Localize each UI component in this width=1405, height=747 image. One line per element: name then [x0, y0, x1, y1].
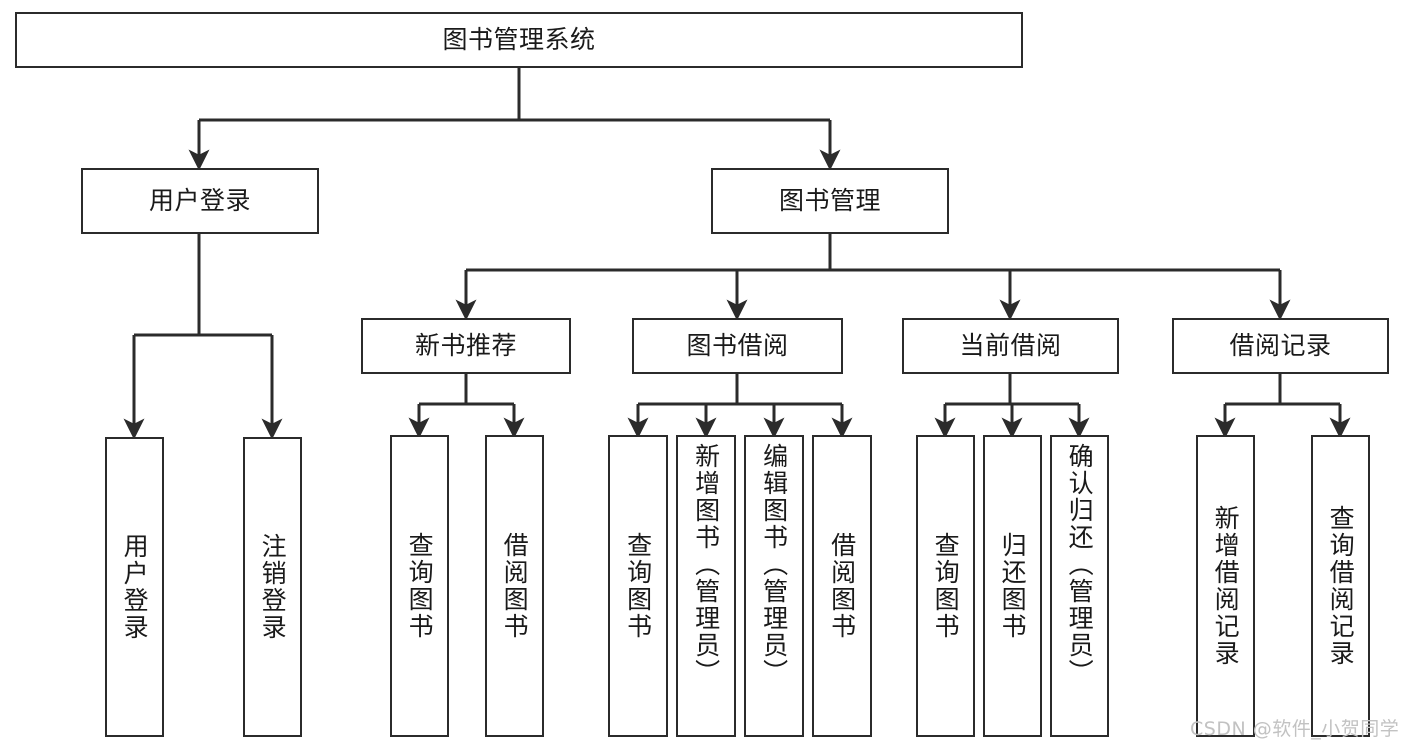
leaf-borrow-borrow-book-label: 借阅图书: [827, 532, 857, 640]
node-borrow-record[interactable]: 借阅记录: [1172, 318, 1389, 374]
node-new-book-recommend[interactable]: 新书推荐: [361, 318, 571, 374]
leaf-borrow-query-book[interactable]: 查询图书: [608, 435, 668, 737]
csdn-watermark: CSDN @软件_小贺同学: [1190, 718, 1400, 740]
leaf-borrow-add-book-admin[interactable]: 新增图书（管理员）: [676, 435, 736, 737]
node-borrow-record-label: 借阅记录: [1229, 331, 1332, 361]
leaf-borrow-edit-book-admin[interactable]: 编辑图书（管理员）: [744, 435, 804, 737]
leaf-current-confirm-return-admin-label: 确认归还（管理员）: [1065, 443, 1095, 686]
node-current-borrow[interactable]: 当前借阅: [902, 318, 1119, 374]
leaf-recommend-query-book-label: 查询图书: [405, 532, 435, 640]
leaf-borrow-edit-book-admin-label: 编辑图书（管理员）: [759, 443, 789, 686]
node-book-borrow-label: 图书借阅: [686, 331, 789, 361]
node-new-book-recommend-label: 新书推荐: [414, 331, 517, 361]
leaf-record-query-borrow-record-label: 查询借阅记录: [1326, 505, 1356, 667]
leaf-record-add-borrow-record-label: 新增借阅记录: [1211, 505, 1241, 667]
leaf-borrow-borrow-book[interactable]: 借阅图书: [812, 435, 872, 737]
leaf-current-confirm-return-admin[interactable]: 确认归还（管理员）: [1050, 435, 1109, 737]
leaf-user-logout[interactable]: 注销登录: [243, 437, 302, 737]
leaf-borrow-add-book-admin-label: 新增图书（管理员）: [691, 443, 721, 686]
node-book-manage-label: 图书管理: [778, 186, 881, 216]
leaf-recommend-borrow-book-label: 借阅图书: [500, 532, 530, 640]
leaf-borrow-query-book-label: 查询图书: [623, 532, 653, 640]
node-current-borrow-label: 当前借阅: [959, 331, 1062, 361]
node-root-label: 图书管理系统: [442, 25, 596, 55]
node-user-login-label: 用户登录: [148, 186, 251, 216]
leaf-current-return-book[interactable]: 归还图书: [983, 435, 1042, 737]
leaf-user-login-label: 用户登录: [120, 533, 150, 641]
node-book-manage[interactable]: 图书管理: [711, 168, 949, 234]
leaf-current-query-book-label: 查询图书: [931, 532, 961, 640]
leaf-current-return-book-label: 归还图书: [998, 532, 1028, 640]
leaf-recommend-borrow-book[interactable]: 借阅图书: [485, 435, 544, 737]
leaf-user-logout-label: 注销登录: [258, 533, 288, 641]
leaf-recommend-query-book[interactable]: 查询图书: [390, 435, 449, 737]
leaf-record-query-borrow-record[interactable]: 查询借阅记录: [1311, 435, 1370, 737]
node-user-login[interactable]: 用户登录: [81, 168, 319, 234]
node-root[interactable]: 图书管理系统: [15, 12, 1023, 68]
node-book-borrow[interactable]: 图书借阅: [632, 318, 843, 374]
leaf-user-login[interactable]: 用户登录: [105, 437, 164, 737]
leaf-record-add-borrow-record[interactable]: 新增借阅记录: [1196, 435, 1255, 737]
leaf-current-query-book[interactable]: 查询图书: [916, 435, 975, 737]
